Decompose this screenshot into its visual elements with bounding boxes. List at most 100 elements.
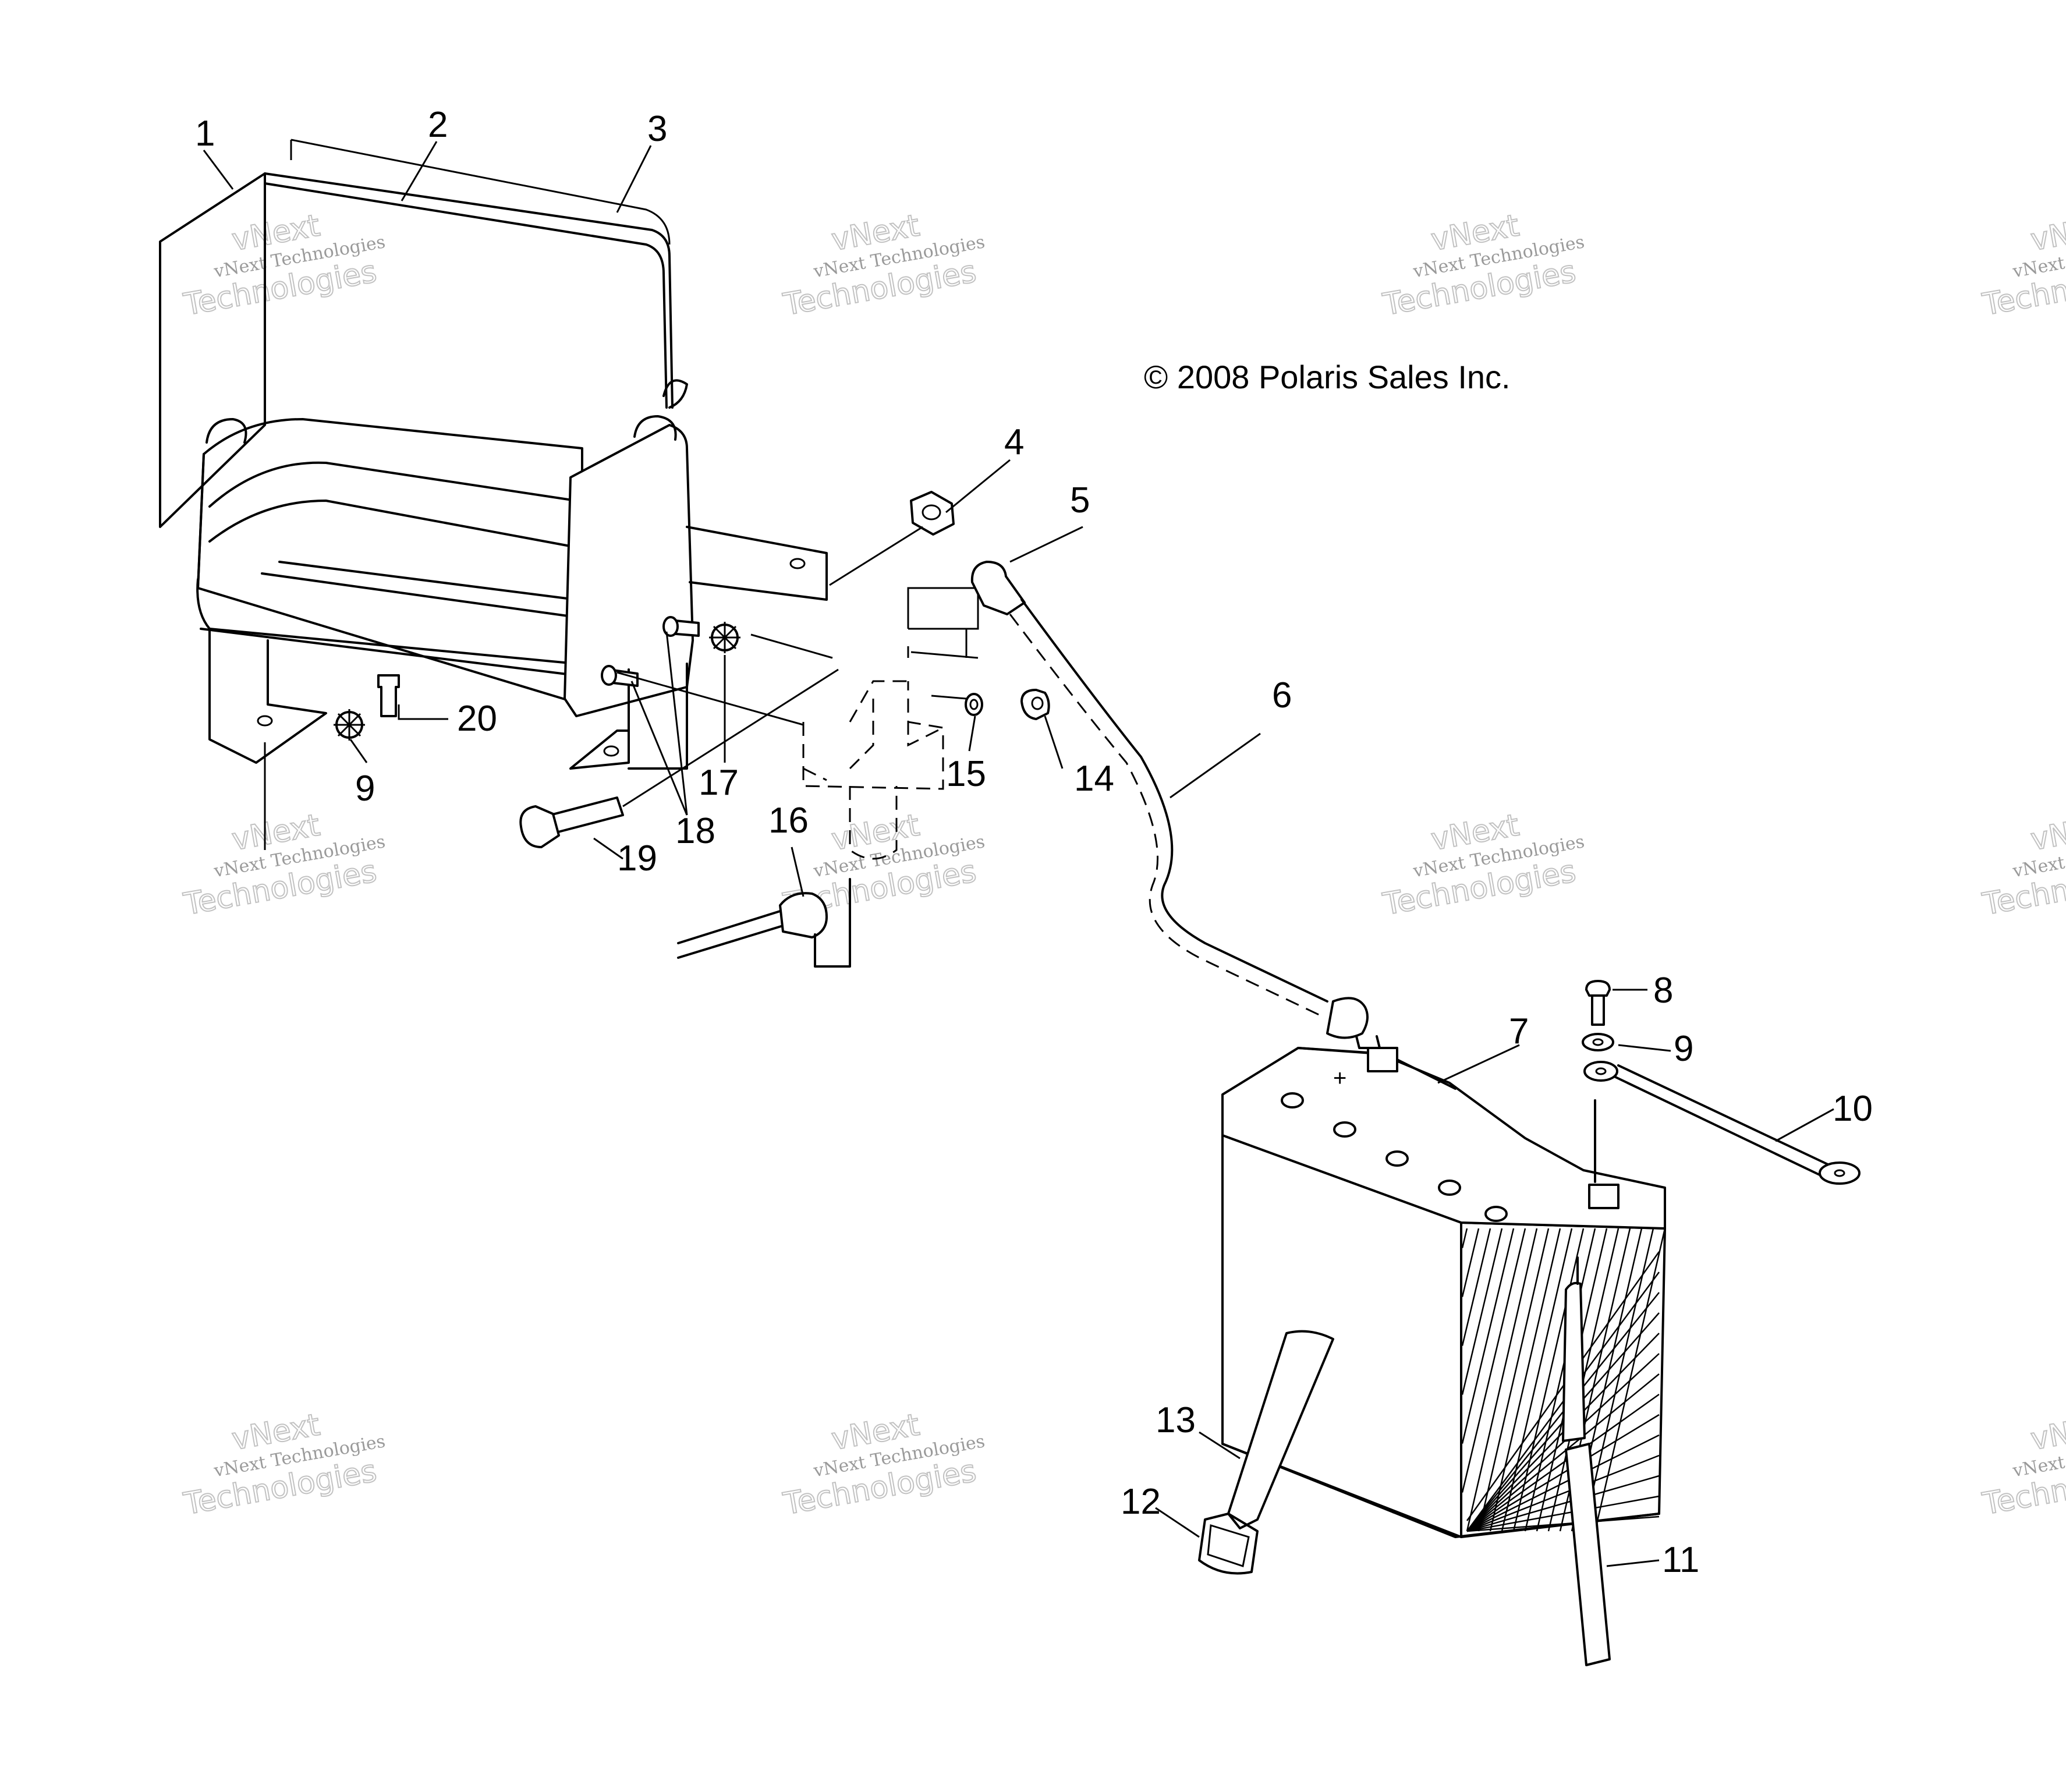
tray-left-edge: [197, 453, 205, 589]
battery-hatch-line: [1466, 1434, 1660, 1532]
tray-rib-3: [261, 572, 577, 618]
battery-hatch-line: [1466, 1353, 1660, 1532]
callout-12: 12: [1121, 1482, 1161, 1522]
leader-2: [401, 141, 438, 201]
nut-4-guide-line: [829, 526, 923, 586]
leader-3: [616, 145, 652, 213]
callout-14: 14: [1074, 759, 1114, 799]
box-lid-inner-edge: [264, 182, 668, 409]
screw-18-head: [601, 665, 617, 686]
battery-hatch-line: [1461, 1228, 1503, 1395]
watermark-vnext: vNext: [2028, 1408, 2066, 1457]
star-washer-9-right-hole: [1592, 1038, 1604, 1046]
vent-tube-11-lower: [1565, 1443, 1611, 1666]
watermark-vnext: vNext: [2028, 208, 2066, 258]
watermark: vNext vNext Technologies Technologies: [1380, 208, 1586, 324]
nut-14: [1020, 689, 1050, 720]
strap-13-band: [1227, 1330, 1334, 1529]
battery-tray-body: [197, 418, 583, 706]
battery-strap: [1198, 1330, 1334, 1575]
battery-cap: [1385, 1150, 1409, 1167]
callout-16: 16: [768, 801, 809, 841]
screw-8-head: [1585, 980, 1611, 997]
callout-11: 11: [1662, 1540, 1699, 1580]
battery-hatch-line: [1466, 1373, 1660, 1532]
watermark: vNext vNext Technologies Technologies: [180, 1407, 387, 1523]
watermark: vNext vNext Technologies Technologies: [1380, 808, 1586, 923]
bolt-19-guide: [622, 668, 839, 808]
callout-13: 13: [1156, 1400, 1196, 1440]
battery-hatch-line: [1461, 1228, 1526, 1493]
positive-cable-assembly: [970, 561, 1381, 1049]
callout-17: 17: [699, 763, 739, 803]
battery-hatch-line: [1489, 1228, 1561, 1532]
box-lid-outline: [290, 139, 671, 245]
battery-hatch-line: [1466, 1454, 1660, 1532]
battery-cap: [1281, 1092, 1304, 1109]
watermark: vNext vNext Technologies Technologies: [1979, 808, 2066, 923]
washer-17-guide: [750, 633, 833, 659]
battery-plus-sign: +: [1333, 1065, 1346, 1091]
callout-5: 5: [1070, 480, 1090, 520]
tray-right-leg: [569, 668, 630, 770]
watermark: vNext vNext Technologies Technologies: [1979, 1407, 2066, 1523]
nut-4: [910, 491, 955, 536]
bolt-19-head: [519, 805, 560, 848]
battery-cap: [1484, 1206, 1508, 1222]
watermark: vNext vNext Technologies Technologies: [780, 208, 987, 324]
cable-10-eyelet: [1583, 1061, 1618, 1082]
leader-4: [945, 459, 1011, 513]
cable-6-end-boot: [1326, 997, 1369, 1039]
callout-20: 20: [457, 699, 497, 739]
tray-right-side-plate: [564, 424, 694, 717]
callout-18: 18: [675, 811, 715, 851]
battery-cap: [1333, 1121, 1356, 1138]
star-washer-9-left-teeth: [334, 709, 365, 741]
solenoid-outline-lower: [803, 767, 827, 781]
leader-19: [593, 837, 623, 860]
mounting-bar-hole: [789, 558, 806, 569]
callout-9-left: 9: [355, 768, 375, 809]
leader-11: [1606, 1559, 1660, 1567]
tray-rib-2: [208, 500, 577, 548]
solenoid-assembly: [677, 587, 1050, 968]
callout-1: 1: [195, 114, 215, 154]
battery-hatch-line: [1466, 1393, 1660, 1532]
cable-16-b: [677, 925, 784, 959]
battery-hatch-line: [1466, 1414, 1660, 1532]
cable-6-terminal: [1355, 1035, 1381, 1049]
solenoid-inner-2: [907, 699, 944, 747]
callout-2: 2: [428, 105, 448, 145]
leader-10: [1775, 1108, 1834, 1142]
watermark: vNext vNext Technologies Technologies: [1979, 208, 2066, 324]
leader-18b: [665, 631, 688, 816]
leader-14: [1044, 716, 1064, 769]
leader-20: [398, 704, 448, 720]
cable-16-boot: [779, 892, 828, 939]
stud-line: [931, 695, 967, 700]
cable-10-line-b: [1614, 1076, 1823, 1177]
watermark: vNext vNext Technologies Technologies: [780, 1407, 987, 1523]
leader-18a: [630, 681, 688, 816]
leader-9-right: [1618, 1044, 1671, 1052]
leader-15: [968, 716, 976, 752]
star-washer-9-right: [1582, 1033, 1614, 1051]
tray-front-lip-lower: [200, 628, 577, 677]
battery-hatch-line: [1501, 1228, 1573, 1532]
callout-6: 6: [1272, 675, 1292, 716]
box-lid-top-edge: [264, 172, 674, 409]
battery-hatch-line: [1477, 1228, 1550, 1532]
nut-4-hole: [922, 504, 941, 520]
solenoid-stud-guide: [910, 651, 979, 659]
cable-16-terminal: [814, 878, 851, 968]
cable-6-line-b: [1009, 614, 1322, 1017]
tray-left-hook: [205, 418, 247, 444]
cable-10-end-eyelet: [1819, 1161, 1861, 1185]
battery-cap: [1438, 1180, 1461, 1196]
watermark: vNext vNext Technologies Technologies: [780, 808, 987, 923]
bolt-20: [377, 674, 400, 717]
leader-12: [1155, 1507, 1200, 1538]
leader-9-left: [349, 739, 368, 763]
copyright-notice: © 2008 Polaris Sales Inc.: [1144, 359, 1511, 395]
strap-12-buckle: [1198, 1513, 1259, 1575]
